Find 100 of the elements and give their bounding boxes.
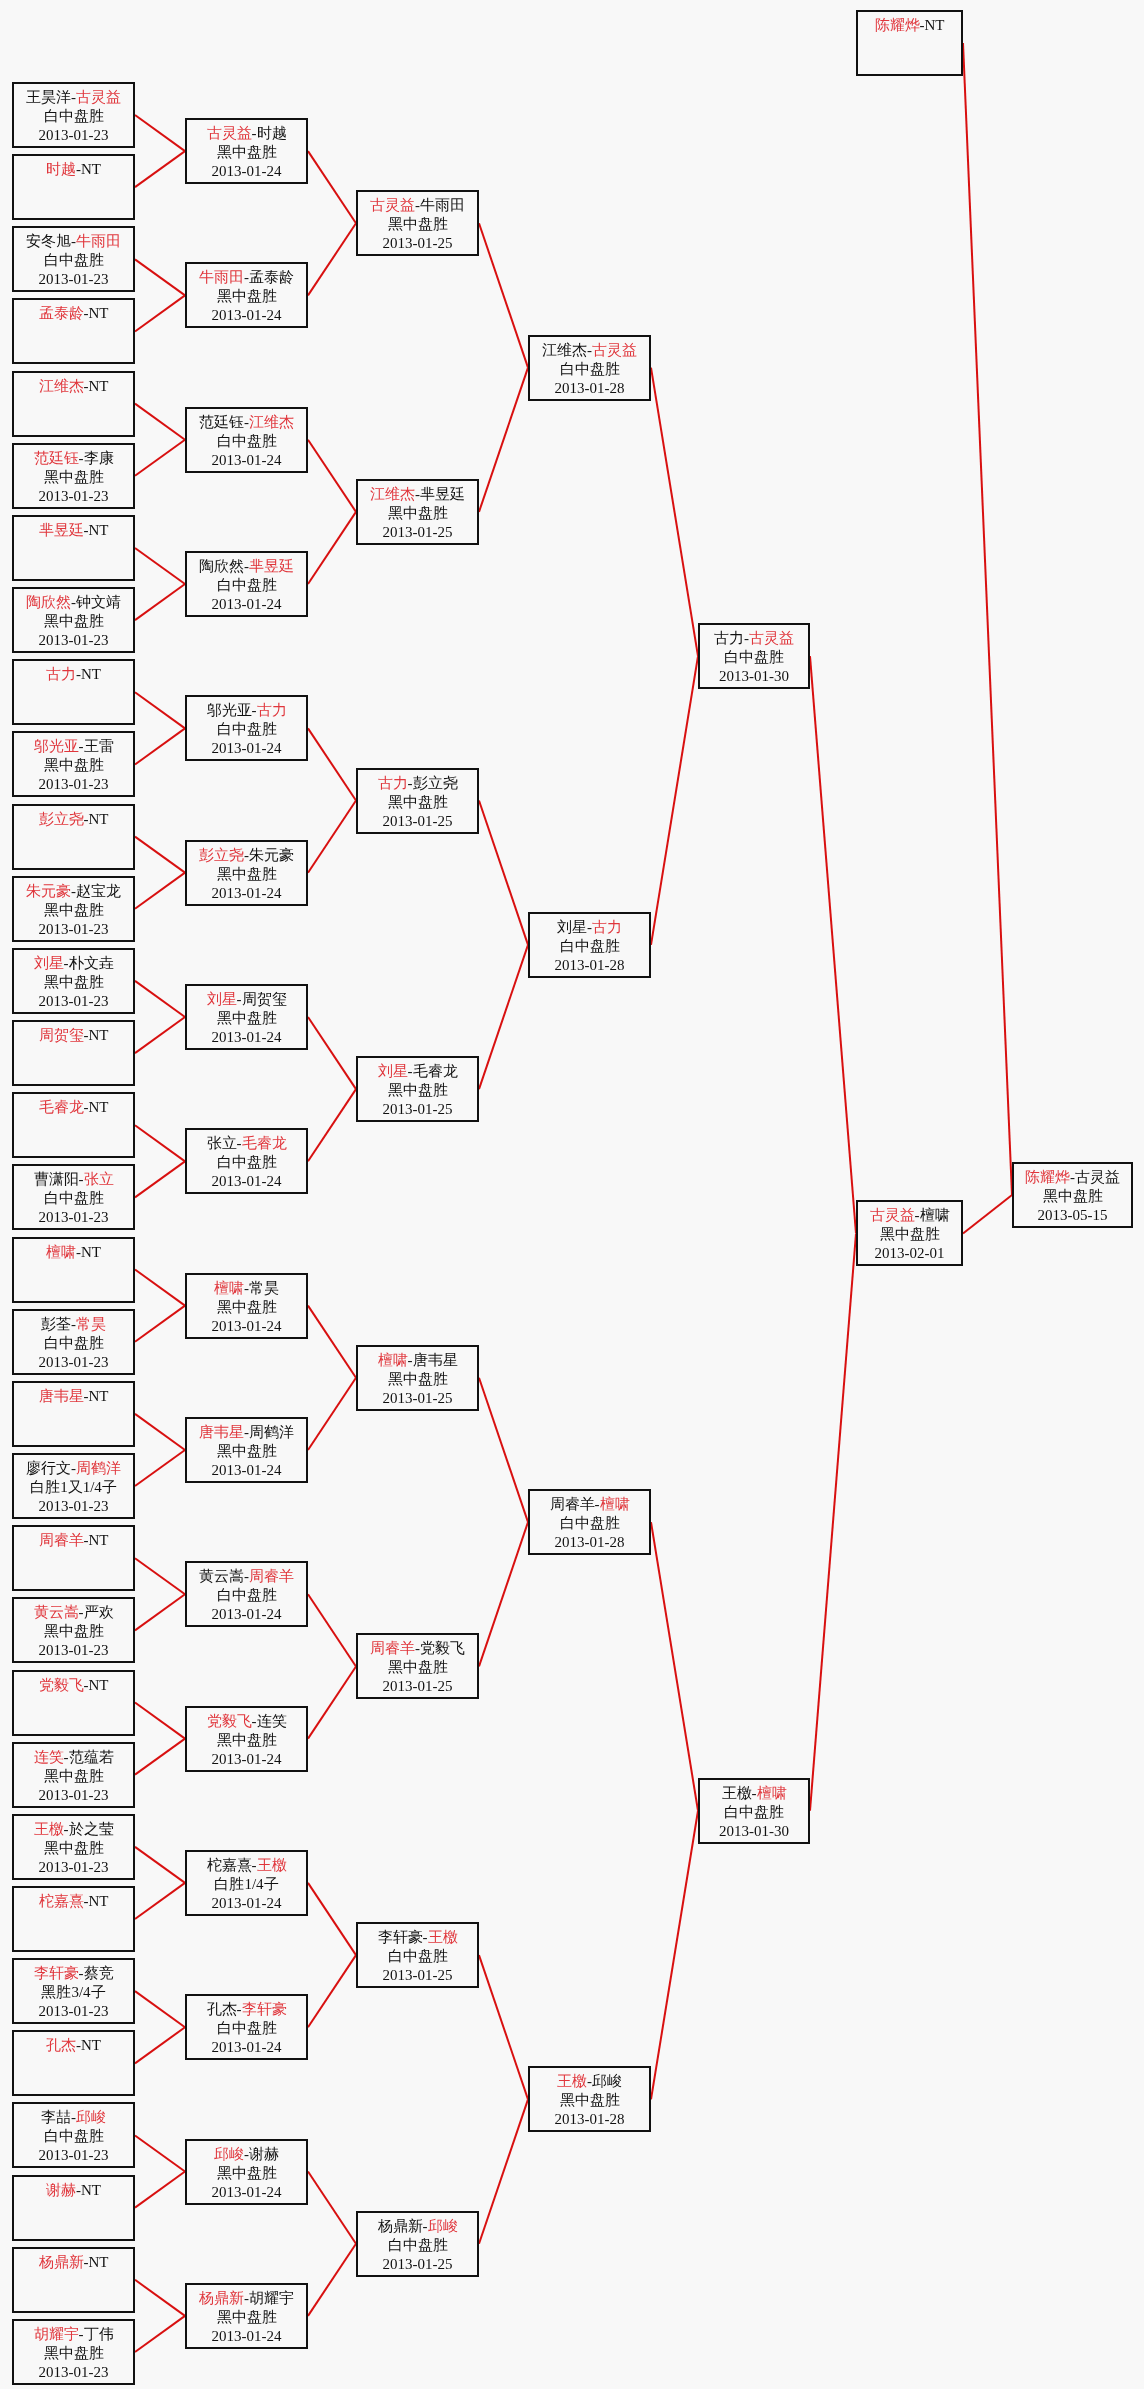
match-box [528, 2066, 651, 2133]
match-box [12, 514, 135, 581]
player-names: 彭立尧-NT [38, 809, 109, 829]
match-box [12, 1092, 135, 1159]
game-date: 2013-01-23 [38, 2002, 109, 2022]
player-names: 柁嘉熹-NT [38, 1892, 109, 1911]
match-box [185, 1994, 308, 2061]
game-date: 2013-01-24 [211, 1605, 282, 1625]
player-names: 李轩豪-蔡竞 [33, 1964, 114, 1984]
bracket-line [134, 2170, 186, 2209]
match-box [185, 1416, 308, 1483]
match-box [12, 659, 135, 726]
player-names: 檀啸-唐韦星 [377, 1350, 458, 1370]
player-names: 陶欣然-芈昱廷 [199, 557, 294, 577]
game-result: 白中盘胜 [387, 1947, 448, 1967]
player-names: 陈耀烨-古灵益 [1025, 1168, 1120, 1187]
bracket-line [134, 1016, 186, 1055]
game-result: 白中盘胜 [216, 576, 277, 596]
bracket-line [307, 1665, 357, 1740]
game-date: 2013-01-30 [719, 667, 789, 687]
game-result: 白中盘胜 [559, 936, 620, 956]
match-box [12, 82, 135, 148]
game-result: 白中盘胜 [216, 1586, 277, 1606]
game-date: 2013-01-23 [38, 1497, 109, 1517]
game-date: 2013-01-24 [211, 306, 282, 326]
player-names: 江维杰-芈昱廷 [370, 484, 465, 504]
match-box [12, 154, 135, 221]
bracket-line [307, 150, 357, 225]
player-names: 古灵益-牛雨田 [370, 196, 465, 216]
bracket-line [134, 114, 186, 153]
match-box [185, 2138, 308, 2205]
match-box [185, 695, 308, 762]
bracket-line [307, 799, 357, 874]
game-date: 2013-01-23 [38, 2362, 109, 2382]
player-names: 杨鼎新-NT [38, 2252, 109, 2272]
game-result: 白中盘胜 [216, 1153, 277, 1173]
match-box [528, 911, 651, 978]
game-result: 黑中盘胜 [387, 503, 448, 523]
game-date: 2013-01-24 [211, 162, 282, 182]
match-box [356, 478, 479, 545]
player-names: 廖行文-周鹤洋 [26, 1459, 121, 1479]
match-box [12, 1886, 135, 1952]
game-date: 2013-01-25 [382, 522, 453, 542]
game-date: 2013-01-23 [38, 1641, 109, 1661]
match-box [698, 623, 810, 690]
game-result: 白胜1又1/4子 [30, 1478, 117, 1498]
bracket-line [134, 871, 186, 910]
match-box [12, 370, 135, 437]
game-result: 白中盘胜 [559, 359, 620, 379]
game-result: 白胜1/4子 [214, 1874, 279, 1894]
player-names: 邬光亚-古力 [206, 701, 287, 721]
game-date: 2013-01-23 [38, 486, 109, 506]
match-box [528, 1489, 651, 1556]
match-box [185, 1849, 308, 1916]
player-names: 王檄-檀啸 [721, 1783, 787, 1803]
bracket-line [134, 1701, 186, 1740]
game-date: 2013-01-24 [211, 1028, 282, 1047]
player-names: 柁嘉熹-王檄 [206, 1855, 287, 1875]
game-result: 黑中盘胜 [387, 1369, 448, 1389]
player-names: 李轩豪-王檄 [377, 1928, 458, 1948]
player-names: 唐韦星-NT [38, 1386, 109, 1406]
game-result: 黑中盘胜 [216, 287, 277, 307]
bracket-line [134, 691, 186, 730]
game-result: 黑中盘胜 [43, 1766, 104, 1786]
game-date: 2013-01-23 [38, 991, 109, 1011]
match-box [12, 1525, 135, 1592]
bracket-line [307, 222, 357, 297]
bracket-line [134, 1737, 186, 1776]
bracket-line [962, 1194, 1013, 1235]
game-date: 2013-02-01 [874, 1244, 945, 1264]
bracket-line [134, 1845, 186, 1884]
match-box [185, 1705, 308, 1772]
game-result: 黑中盘胜 [216, 864, 277, 884]
bracket-line [134, 2026, 186, 2065]
game-date: 2013-01-24 [211, 2182, 282, 2202]
game-date: 2013-01-24 [211, 1893, 282, 1913]
match-box [12, 1236, 135, 1303]
bracket-line [134, 1448, 186, 1488]
match-box [12, 1380, 135, 1447]
player-names: 周贺玺-NT [38, 1026, 109, 1046]
match-box [698, 1777, 810, 1844]
bracket-line [307, 1881, 357, 1957]
bracket-line [307, 1016, 357, 1091]
player-names: 江维杰-古灵益 [542, 340, 637, 360]
player-names: 曹潇阳-张立 [33, 1170, 114, 1190]
match-box [185, 1128, 308, 1195]
bracket-line [134, 1124, 186, 1163]
match-box [356, 1922, 479, 1989]
match-box [185, 1272, 308, 1339]
bracket-line [134, 294, 186, 333]
game-result: 黑中盘胜 [879, 1225, 940, 1245]
player-names: 谢赫-NT [46, 2180, 101, 2200]
game-date: 2013-01-25 [382, 234, 453, 254]
match-box [185, 262, 308, 329]
player-names: 杨鼎新-邱峻 [377, 2216, 458, 2236]
player-names: 檀啸-NT [46, 1242, 101, 1262]
player-names: 孟泰龄-NT [38, 304, 109, 324]
game-date: 2013-01-24 [211, 2326, 282, 2346]
match-box [356, 767, 479, 834]
match-box [185, 1561, 308, 1628]
